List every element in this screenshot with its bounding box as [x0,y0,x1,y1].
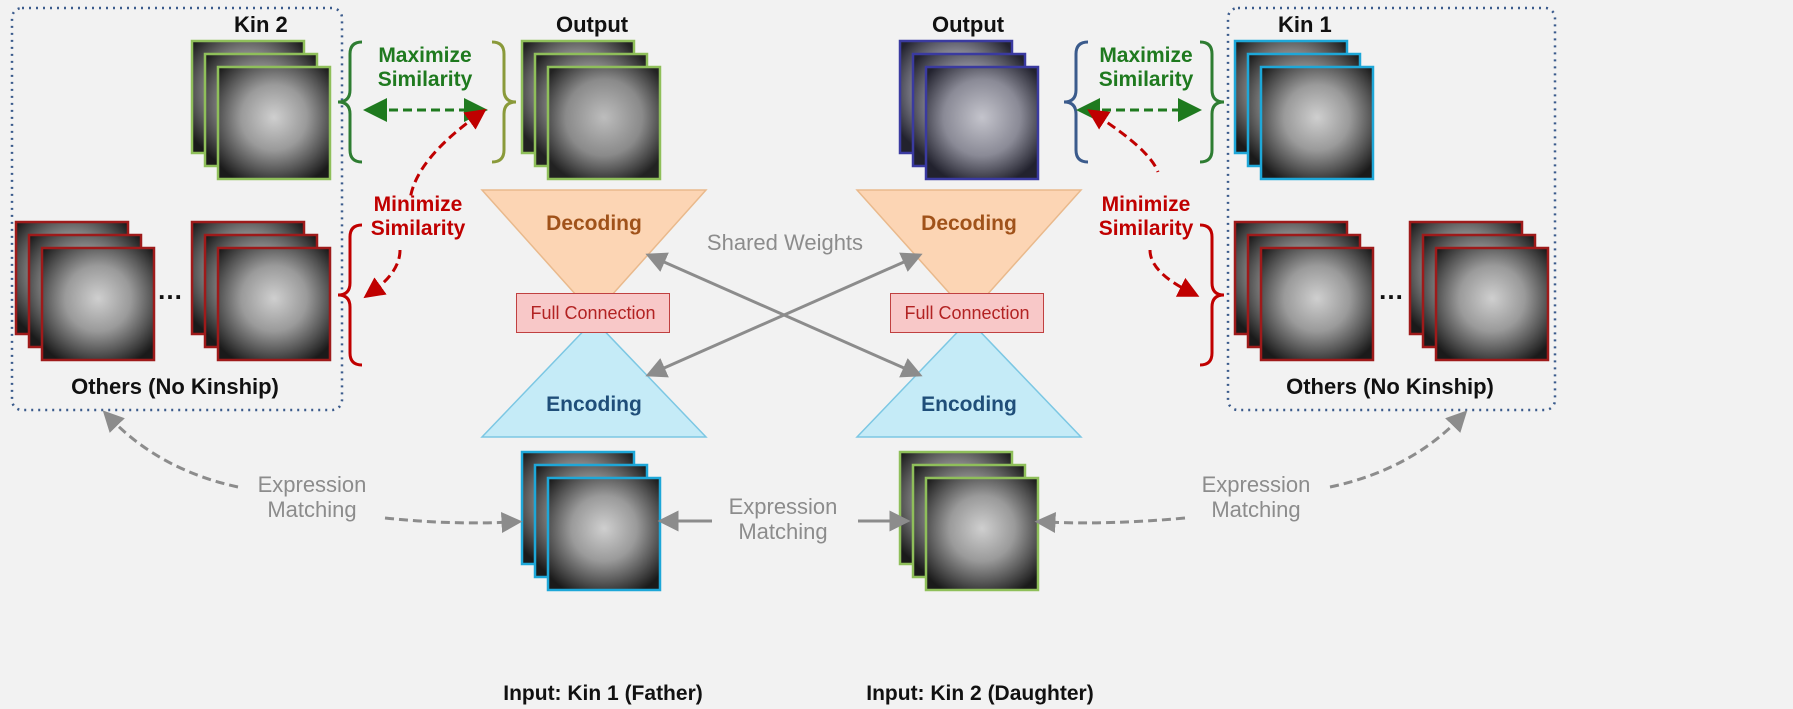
decoder-triangle-right [855,189,1083,317]
kin1-face-stack [1233,39,1375,181]
encoding-label-right: Encoding [921,393,1017,416]
expression-arrow-left-right [384,512,523,533]
output-face-stack-left [520,39,662,181]
minimize-label-right: Minimize Similarity [1098,193,1194,241]
output-label-left: Output [556,12,629,37]
input-face-stack-right [898,450,1040,592]
full-connection-box-left: Full Connection [516,293,670,333]
input-label-right: Input: Kin 2 (Daughter) [866,682,1094,705]
minimize-arrow-left-upper [408,108,487,201]
others-face-stack-right-2 [1408,220,1550,362]
expression-matching-label-right: Expression Matching [1201,472,1311,523]
expression-matching-label-center: Expression Matching [728,494,838,545]
encoder-triangle-right [855,318,1083,438]
kin2-face-stack [190,39,332,181]
expression-matching-label-left: Expression Matching [257,472,367,523]
kin2-label: Kin 2 [234,12,288,37]
others-label-left: Others (No Kinship) [71,374,279,399]
maximize-label-left: Maximize Similarity [377,44,473,92]
encoder-triangle-left [480,318,708,438]
minimize-arrow-right-upper [1087,109,1160,173]
others-face-stack-right-1 [1233,220,1375,362]
minimize-label-left: Minimize Similarity [370,193,466,241]
input-label-left: Input: Kin 1 (Father) [503,682,703,705]
output-face-stack-right [898,39,1040,181]
brace-others-left [337,223,363,367]
brace-output-right [1063,40,1089,164]
decoder-triangle-left [480,189,708,317]
minimize-arrow-right-lower [1148,249,1200,297]
others-group-box-right [1226,6,1557,412]
expression-arrow-right-up [1329,410,1468,489]
decoding-label-right: Decoding [921,212,1017,235]
ellipsis-left: … [157,275,183,305]
minimize-arrow-left-lower [363,249,402,299]
others-face-stack-left-1 [14,220,156,362]
expression-arrow-right-left [1034,511,1186,533]
full-connection-box-right: Full Connection [890,293,1044,333]
expression-arrow-left-up [102,410,239,489]
shared-weights-label: Shared Weights [706,230,864,255]
output-label-right: Output [932,12,1005,37]
others-group-box-left [10,6,344,412]
maximize-label-right: Maximize Similarity [1098,44,1194,92]
decoding-label-left: Decoding [546,212,642,235]
brace-kin1 [1199,40,1225,164]
brace-output-left [491,40,517,164]
input-face-stack-left [520,450,662,592]
brace-kin2 [337,40,363,164]
encoding-label-left: Encoding [546,393,642,416]
kin1-label: Kin 1 [1278,12,1332,37]
others-face-stack-left-2 [190,220,332,362]
brace-others-right [1199,223,1225,367]
shared-weights-arrow-2 [645,252,923,378]
ellipsis-right: … [1378,275,1404,305]
others-label-right: Others (No Kinship) [1286,374,1494,399]
